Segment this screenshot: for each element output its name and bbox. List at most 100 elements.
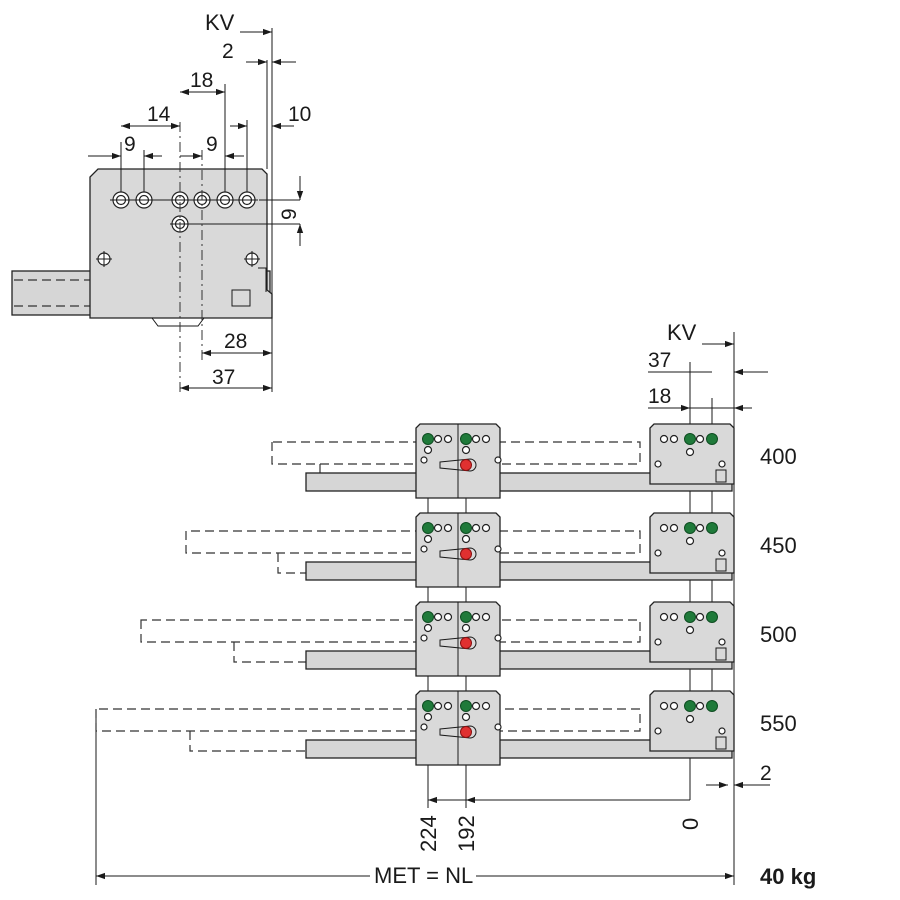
hole: [494, 723, 502, 731]
hole: [669, 701, 679, 711]
hole: [669, 523, 679, 533]
hole: [718, 727, 726, 735]
hole: [423, 534, 433, 544]
slide-rows: 400 450 500 550: [95, 423, 797, 766]
detail-dim-18: 18: [190, 69, 213, 92]
hole: [420, 634, 428, 642]
main-dim-2: 2: [760, 762, 772, 785]
main-view: KV 37 18 400 450 500 550 2 224 192 0 MET = …: [95, 320, 816, 889]
hole: [481, 523, 491, 533]
hole: [718, 638, 726, 646]
load-capacity-label: 40 kg: [760, 864, 816, 889]
hole: [420, 456, 428, 464]
hole: [481, 612, 491, 622]
hole: [471, 701, 481, 711]
hole: [654, 638, 662, 646]
green-marker: [684, 700, 696, 712]
hole: [420, 723, 428, 731]
hole: [423, 712, 433, 722]
green-marker: [422, 700, 434, 712]
drawer-outline-upper: [95, 708, 641, 732]
hole: [433, 701, 443, 711]
main-dim-37: 37: [648, 349, 671, 372]
hole: [481, 434, 491, 444]
drawer-outline-upper: [271, 441, 641, 465]
hole: [695, 434, 705, 444]
red-marker: [460, 548, 472, 560]
green-marker: [684, 611, 696, 623]
hole: [433, 434, 443, 444]
slide-length-label: 550: [760, 711, 797, 736]
detail-dim-14: 14: [147, 103, 171, 126]
hole: [685, 714, 695, 724]
hole: [659, 701, 669, 711]
detail-kv-label: KV: [205, 10, 235, 35]
drawer-outline-upper: [140, 619, 641, 643]
slide-length-label: 400: [760, 444, 797, 469]
hole: [654, 549, 662, 557]
hole: [443, 701, 453, 711]
hole: [654, 727, 662, 735]
main-dim-18: 18: [648, 385, 671, 408]
hole: [669, 434, 679, 444]
hole: [461, 534, 471, 544]
adjust-slot: [439, 458, 477, 472]
hole: [659, 612, 669, 622]
green-marker: [684, 522, 696, 534]
hole: [481, 701, 491, 711]
hole: [433, 523, 443, 533]
green-marker: [422, 522, 434, 534]
hole: [654, 460, 662, 468]
red-marker: [460, 637, 472, 649]
green-marker: [706, 522, 718, 534]
detail-view: 2 KV 18 14 10 9 9 9 28 37: [11, 10, 311, 392]
position-192: 192: [454, 815, 479, 852]
main-kv-label: KV: [667, 320, 697, 345]
slide-row-500: 500: [140, 601, 797, 677]
hole: [659, 434, 669, 444]
hole: [659, 523, 669, 533]
hole: [695, 612, 705, 622]
green-marker: [706, 433, 718, 445]
detail-mounting-plate: [89, 168, 273, 319]
green-marker: [460, 433, 472, 445]
position-224: 224: [416, 815, 441, 852]
hole: [718, 460, 726, 468]
green-marker: [460, 700, 472, 712]
detail-dim-28: 28: [224, 330, 247, 353]
hole: [423, 445, 433, 455]
slide-row-450: 450: [185, 512, 797, 588]
detail-dim-37: 37: [212, 366, 235, 389]
hole: [685, 447, 695, 457]
drawer-outline-upper: [185, 530, 641, 554]
hole: [494, 634, 502, 642]
slide-row-550: 550: [95, 690, 797, 766]
hole: [494, 545, 502, 553]
hole: [494, 456, 502, 464]
adjust-slot: [439, 725, 477, 739]
green-marker: [460, 611, 472, 623]
red-marker: [460, 459, 472, 471]
hole: [685, 536, 695, 546]
hole: [471, 612, 481, 622]
slide-length-label: 450: [760, 533, 797, 558]
green-marker: [460, 522, 472, 534]
green-marker: [422, 433, 434, 445]
hole: [471, 434, 481, 444]
detail-dim-9-right: 9: [206, 133, 218, 156]
hole: [443, 434, 453, 444]
green-marker: [422, 611, 434, 623]
slide-length-label: 500: [760, 622, 797, 647]
detail-dim-10: 10: [288, 103, 311, 126]
adjust-slot: [439, 636, 477, 650]
met-nl-label: MET = NL: [374, 863, 473, 888]
hole: [669, 612, 679, 622]
adjust-slot: [439, 547, 477, 561]
hole: [433, 612, 443, 622]
detail-dim-9-vertical: 9: [278, 208, 301, 220]
slide-row-400: 400: [271, 423, 797, 499]
hole: [695, 523, 705, 533]
position-0: 0: [678, 818, 703, 830]
hole: [461, 712, 471, 722]
